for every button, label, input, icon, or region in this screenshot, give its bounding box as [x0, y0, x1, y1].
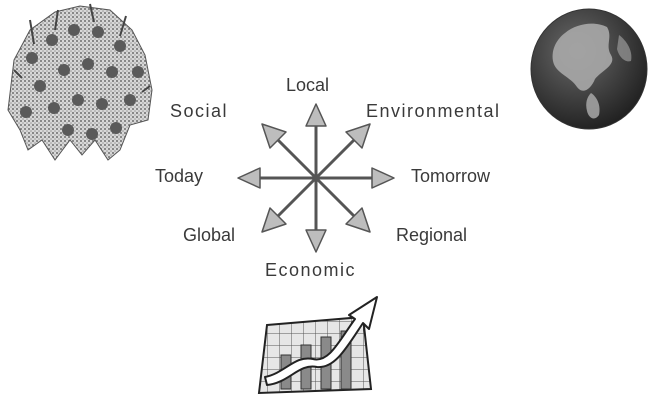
label-regional: Regional [396, 225, 468, 245]
arrow-down-left [261, 176, 318, 233]
arrow-left [237, 167, 316, 189]
arrow-up [305, 103, 327, 178]
arrow-right [316, 167, 395, 189]
label-today: Today [155, 166, 204, 186]
arrow-up-right [314, 123, 371, 180]
label-tomorrow: Tomorrow [411, 166, 491, 186]
arrow-up-left [261, 123, 318, 180]
label-economic: Economic [265, 260, 357, 280]
label-local: Local [286, 75, 330, 95]
label-environmental: Environmental [366, 101, 501, 121]
earth-globe-icon [530, 8, 648, 130]
label-social: Social [170, 101, 229, 121]
arrow-down [305, 178, 327, 253]
eight-direction-arrows-icon [237, 103, 395, 253]
label-global: Global [183, 225, 236, 245]
crowd-of-people-icon [7, 3, 153, 161]
arrow-down-right [314, 176, 371, 233]
growth-chart-icon [257, 296, 378, 395]
